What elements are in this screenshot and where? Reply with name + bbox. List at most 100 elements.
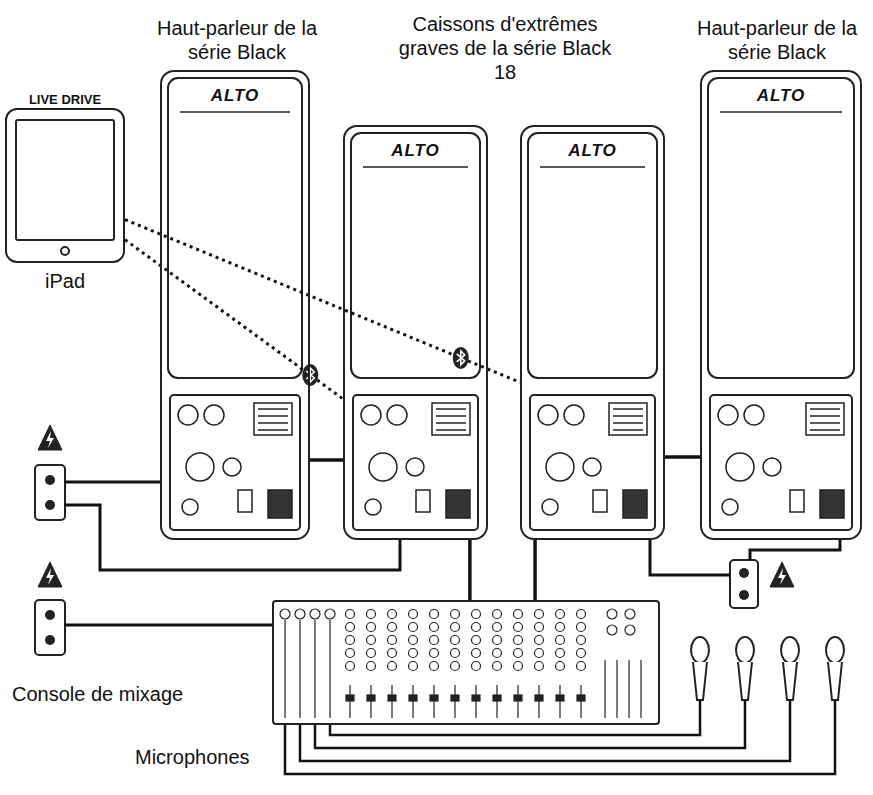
mixer-controls bbox=[409, 662, 418, 671]
mixer-controls bbox=[556, 636, 565, 645]
mixer-controls bbox=[451, 610, 460, 619]
logo-band bbox=[720, 111, 842, 113]
power-outlet bbox=[35, 465, 758, 655]
mixer-controls bbox=[628, 660, 629, 718]
lightning-mark bbox=[46, 568, 54, 585]
mixer-controls bbox=[625, 625, 635, 635]
panel-controls bbox=[432, 403, 470, 435]
microphone-cable bbox=[285, 700, 835, 774]
microphone bbox=[828, 662, 842, 700]
microphone bbox=[693, 662, 707, 700]
mixer-controls bbox=[451, 649, 460, 658]
warning-symbol bbox=[38, 562, 62, 587]
panel-controls bbox=[186, 453, 214, 481]
speaker-label: Haut-parleur de la série Black bbox=[149, 16, 325, 64]
mixer-controls bbox=[388, 695, 396, 701]
mixer-controls bbox=[388, 662, 397, 671]
panel-controls bbox=[593, 490, 607, 512]
mixer-controls bbox=[556, 695, 564, 701]
panel-controls bbox=[810, 429, 840, 431]
lightning-mark bbox=[778, 568, 786, 585]
mixer-controls bbox=[493, 649, 502, 658]
outlet-socket bbox=[739, 590, 749, 600]
cabinet-front bbox=[168, 78, 854, 378]
logo-band bbox=[180, 111, 290, 113]
outlet-socket bbox=[45, 475, 55, 485]
microphone bbox=[826, 637, 844, 663]
microphone bbox=[781, 637, 799, 663]
panel-controls bbox=[810, 408, 840, 410]
mixer-controls bbox=[310, 609, 320, 619]
microphone bbox=[691, 637, 709, 663]
bluetooth-icon bbox=[302, 364, 318, 386]
mixer-controls bbox=[472, 649, 481, 658]
mixer-controls bbox=[616, 660, 617, 718]
panel-controls bbox=[806, 403, 844, 435]
panel-controls bbox=[436, 408, 466, 410]
mixer-controls bbox=[367, 695, 375, 701]
mixer-controls bbox=[451, 636, 460, 645]
power-cable bbox=[65, 482, 840, 625]
mixer-controls bbox=[346, 623, 355, 632]
logo-band bbox=[180, 112, 842, 167]
mixer-controls bbox=[493, 623, 502, 632]
warning-symbol bbox=[770, 562, 794, 587]
mixer-controls bbox=[577, 695, 585, 701]
panel-controls bbox=[369, 453, 397, 481]
speaker-cabinet: Haut-parleur de la série BlackALTO bbox=[160, 70, 310, 540]
bluetooth-icon bbox=[302, 364, 318, 386]
panel-controls bbox=[820, 490, 844, 518]
microphone bbox=[736, 637, 754, 663]
warning-symbol bbox=[38, 425, 62, 450]
mixer-controls bbox=[409, 610, 418, 619]
mixer-controls bbox=[535, 649, 544, 658]
mixer-controls bbox=[577, 610, 586, 619]
panel-controls bbox=[810, 422, 840, 424]
mixer-controls bbox=[514, 636, 523, 645]
bluetooth-icon bbox=[457, 351, 465, 365]
mixer-controls bbox=[430, 623, 439, 632]
speaker-label: Haut-parleur de la série Black bbox=[689, 16, 865, 64]
bluetooth-link bbox=[125, 240, 343, 399]
mixer-controls bbox=[430, 649, 439, 658]
mixer-controls bbox=[640, 660, 641, 718]
panel-controls bbox=[204, 405, 224, 425]
control-panel bbox=[353, 395, 478, 530]
mixer-controls bbox=[388, 623, 397, 632]
mixer-controls bbox=[295, 609, 305, 619]
mixer-controls bbox=[430, 610, 439, 619]
mixer-controls bbox=[493, 695, 501, 701]
bluetooth-icon bbox=[453, 347, 469, 369]
panel-controls bbox=[763, 458, 781, 476]
mixer-controls bbox=[280, 609, 641, 718]
mixer-controls bbox=[514, 610, 523, 619]
microphone bbox=[783, 662, 797, 700]
panel-controls bbox=[238, 490, 252, 512]
mixer-controls bbox=[409, 623, 418, 632]
mixer-controls bbox=[346, 662, 355, 671]
panel-controls bbox=[613, 415, 643, 417]
panel-controls bbox=[790, 490, 804, 512]
microphone bbox=[691, 637, 844, 700]
mixer-controls bbox=[325, 609, 335, 619]
control-panel bbox=[170, 395, 852, 530]
panel-controls bbox=[178, 405, 198, 425]
mixer-controls bbox=[577, 649, 586, 658]
mixer-controls bbox=[367, 662, 376, 671]
mixer-controls bbox=[388, 649, 397, 658]
mixer-controls bbox=[329, 620, 330, 718]
audio-cable bbox=[533, 540, 537, 600]
mixer-controls bbox=[367, 649, 376, 658]
mixer-controls bbox=[514, 695, 522, 701]
panel-controls bbox=[361, 405, 381, 425]
mixer-controls bbox=[514, 623, 523, 632]
logo-text: ALTO bbox=[162, 86, 308, 106]
mixing-console: Console de mixage bbox=[272, 600, 660, 725]
power-cable bbox=[65, 481, 160, 484]
mixer-controls bbox=[299, 620, 300, 718]
mixer-controls bbox=[535, 636, 544, 645]
mixer-controls bbox=[535, 610, 544, 619]
